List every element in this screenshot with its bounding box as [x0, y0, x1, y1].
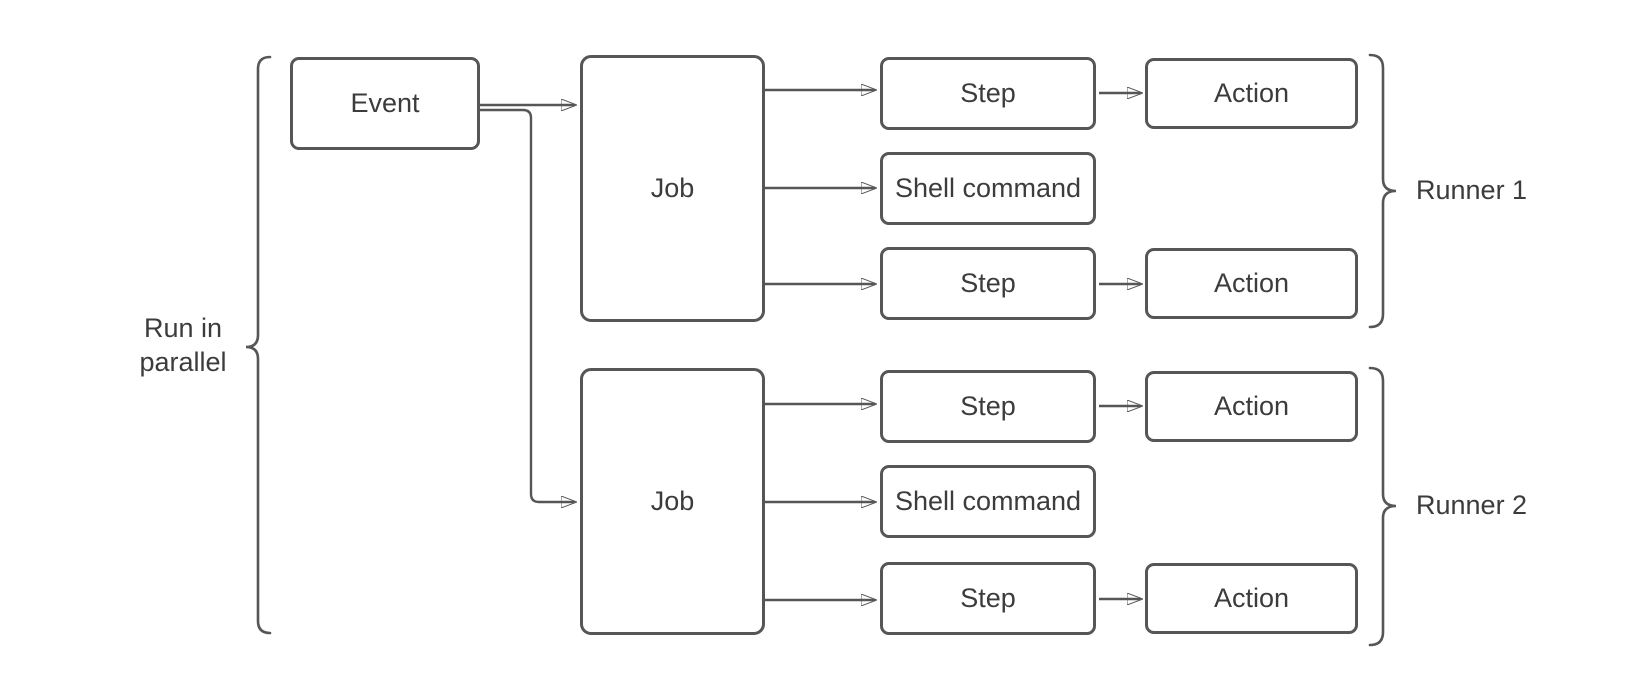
action-node-3: Action [1145, 371, 1358, 442]
run-in-parallel-label: Run in parallel [139, 313, 227, 377]
step-node-2: Step [880, 247, 1096, 320]
shell-command-node-1: Shell command [880, 152, 1096, 225]
job-node-1: Job [580, 55, 765, 322]
step-node-4: Step [880, 562, 1096, 635]
run-in-parallel-brace [245, 55, 272, 635]
runner-2-brace [1368, 366, 1397, 647]
action-node-2: Action [1145, 248, 1358, 319]
runner-1-label: Runner 1 [1416, 175, 1528, 205]
runner-1-brace [1368, 53, 1397, 329]
arrows [480, 90, 1141, 600]
step-node-3: Step [880, 370, 1096, 443]
shell-command-node-2: Shell command [880, 465, 1096, 538]
action-node-1: Action [1145, 58, 1358, 129]
event-node: Event [290, 57, 480, 150]
step-node-1: Step [880, 57, 1096, 130]
runner-2-label: Runner 2 [1416, 490, 1528, 520]
action-node-4: Action [1145, 563, 1358, 634]
arrow-event-to-job2 [480, 108, 575, 502]
job-node-2: Job [580, 368, 765, 635]
